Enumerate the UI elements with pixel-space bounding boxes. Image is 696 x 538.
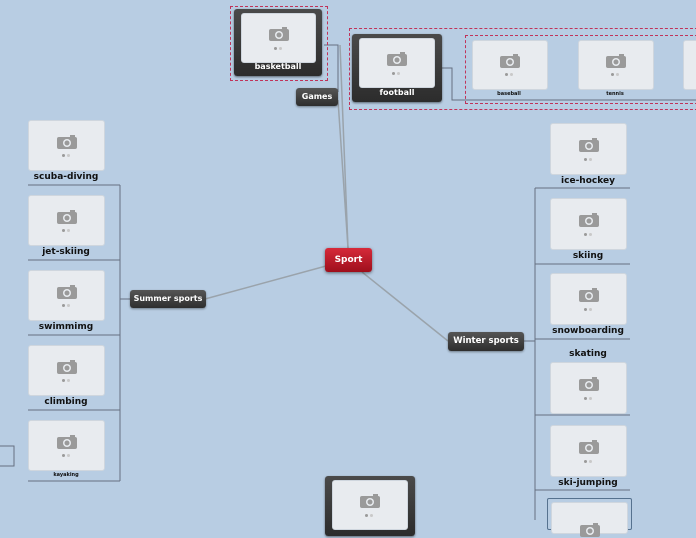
partial-image-bottom-right[interactable] <box>551 502 628 537</box>
swimming-label: swimmimg <box>38 322 94 332</box>
scuba-diving-label: scuba-diving <box>33 172 99 182</box>
camera-icon <box>578 138 599 152</box>
baseball-image[interactable] <box>472 40 548 90</box>
football-node[interactable]: football <box>352 34 442 102</box>
camera-icon <box>56 134 77 149</box>
football-group-border <box>349 28 696 110</box>
climbing-image[interactable] <box>28 345 105 396</box>
skating-label: skating <box>569 349 607 359</box>
snowboarding-label: snowboarding <box>552 326 624 336</box>
camera-icon <box>56 359 77 374</box>
camera-icon <box>56 284 77 299</box>
camera-icon <box>268 27 289 41</box>
camera-icon <box>56 434 77 449</box>
climbing-label: climbing <box>44 397 88 407</box>
football-label: football <box>379 88 415 97</box>
snowboarding-image[interactable] <box>550 273 627 325</box>
root-node[interactable]: Sport <box>325 248 372 272</box>
swimming-image[interactable] <box>28 270 105 321</box>
camera-icon <box>579 523 600 537</box>
skiing-label: skiing <box>572 251 604 261</box>
camera-icon <box>578 377 599 391</box>
ski-jumping-label: ski-jumping <box>558 478 618 488</box>
kayaking-label: kayaking <box>53 472 79 478</box>
camera-icon <box>387 52 407 66</box>
ice-hockey-label: ice-hockey <box>561 176 615 186</box>
partial-node-bottom[interactable] <box>325 476 415 536</box>
partial-image[interactable] <box>683 40 696 90</box>
tennis-label: tennis <box>606 91 624 97</box>
camera-icon <box>606 54 626 68</box>
summer-sports-node[interactable]: Summer sports <box>130 290 206 308</box>
connector-lines <box>0 44 696 520</box>
skating-image[interactable] <box>550 362 627 414</box>
football-children-border <box>465 35 696 104</box>
basketball-group-border <box>230 6 328 81</box>
camera-icon <box>578 440 599 454</box>
ski-jumping-image[interactable] <box>550 425 627 477</box>
baseball-label: baseball <box>497 91 521 97</box>
basketball-node[interactable]: basketball <box>234 9 322 76</box>
winter-sports-node[interactable]: Winter sports <box>448 332 524 351</box>
basketball-label: basketball <box>254 62 302 71</box>
camera-icon <box>360 494 380 508</box>
camera-icon <box>500 54 520 68</box>
ice-hockey-image[interactable] <box>550 123 627 175</box>
jet-skiing-label: jet-skiing <box>42 247 90 257</box>
skiing-image[interactable] <box>550 198 627 250</box>
camera-icon <box>56 209 77 224</box>
scuba-diving-image[interactable] <box>28 120 105 171</box>
football-image <box>359 38 435 88</box>
jet-skiing-image[interactable] <box>28 195 105 246</box>
camera-icon <box>578 288 599 302</box>
partial-node-image <box>332 480 408 530</box>
camera-icon <box>578 213 599 227</box>
tennis-image[interactable] <box>578 40 654 90</box>
games-node[interactable]: Games <box>296 88 338 106</box>
kayaking-image[interactable] <box>28 420 105 471</box>
basketball-image <box>241 13 316 63</box>
